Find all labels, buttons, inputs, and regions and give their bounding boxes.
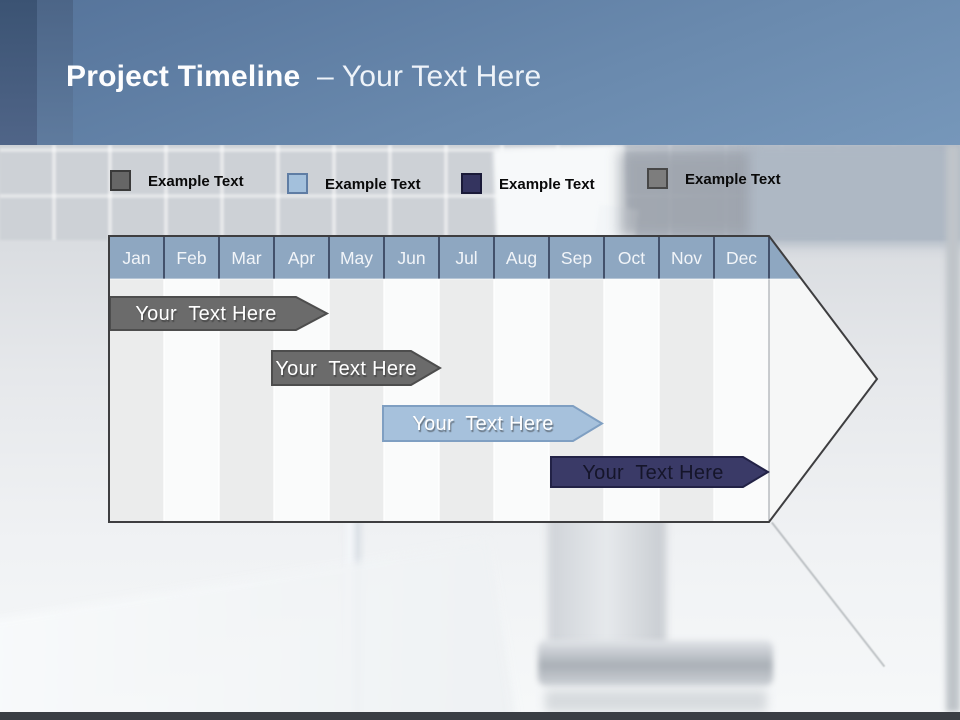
task-bar-4[interactable]: Your Text Here: [550, 456, 770, 488]
header-accent-band-dark: [0, 0, 37, 145]
legend-swatch-navy: [461, 173, 482, 194]
title-bold-text: Project Timeline: [66, 60, 301, 93]
task-bar-label: Your Text Here: [412, 413, 553, 435]
task-bar-3[interactable]: Your Text Here: [382, 405, 604, 442]
month-label: May: [340, 248, 373, 268]
month-label: Jun: [397, 248, 425, 268]
slide-bottom-bar: [0, 712, 960, 720]
legend-swatch-gray2: [647, 168, 668, 189]
legend-label: Example Text: [499, 176, 595, 193]
legend-label: Example Text: [148, 173, 244, 190]
month-label: Aug: [506, 248, 537, 268]
water-stream: [341, 522, 365, 713]
legend-swatch-gray: [110, 170, 131, 191]
month-label: Mar: [231, 248, 261, 268]
header-accent-band-medium: [37, 0, 73, 145]
faucet-top: [620, 150, 758, 238]
arrow-outline: [108, 235, 879, 523]
task-bar-shape[interactable]: [382, 405, 604, 442]
tile-shadow: [750, 145, 960, 245]
chart-body: [109, 236, 877, 522]
task-bar-label: Your Text Here: [135, 303, 276, 325]
slide-header: Project Timeline – Your Text Here: [0, 0, 960, 145]
faucet-reflection: [545, 690, 767, 712]
legend-swatch-lightblue: [287, 173, 308, 194]
month-label: Dec: [726, 248, 757, 268]
legend-label: Example Text: [325, 176, 421, 193]
arrow-reflection-line: [771, 521, 886, 668]
task-bars: Your Text Here Your Text Here Your Text …: [109, 296, 770, 488]
month-header-band: [109, 236, 876, 279]
month-label: Jan: [122, 248, 150, 268]
header-separators: [163, 236, 770, 279]
task-bar-shape[interactable]: [550, 456, 770, 488]
month-label: Feb: [176, 248, 206, 268]
sink-surface: [0, 541, 525, 720]
task-bar-1[interactable]: Your Text Here: [109, 296, 330, 331]
month-label: Oct: [618, 248, 645, 268]
task-bar-shape[interactable]: [271, 350, 442, 386]
month-label: Apr: [288, 248, 315, 268]
faucet-base: [538, 640, 773, 686]
title-light-text: – Your Text Here: [316, 60, 542, 93]
month-labels: Jan Feb Mar Apr May Jun Jul Aug Sep Oct …: [122, 248, 757, 268]
page-title[interactable]: Project Timeline – Your Text Here: [66, 60, 541, 94]
task-bar-label: Your Text Here: [275, 358, 416, 380]
legend-label: Example Text: [685, 171, 781, 188]
month-label: Jul: [455, 248, 477, 268]
month-label: Sep: [561, 248, 592, 268]
month-label: Nov: [671, 248, 702, 268]
task-bar-label: Your Text Here: [582, 462, 723, 484]
timeline-chart: Jan Feb Mar Apr May Jun Jul Aug Sep Oct …: [108, 235, 879, 523]
wall-edge-shade: [946, 145, 960, 712]
task-bar-2[interactable]: Your Text Here: [271, 350, 442, 386]
